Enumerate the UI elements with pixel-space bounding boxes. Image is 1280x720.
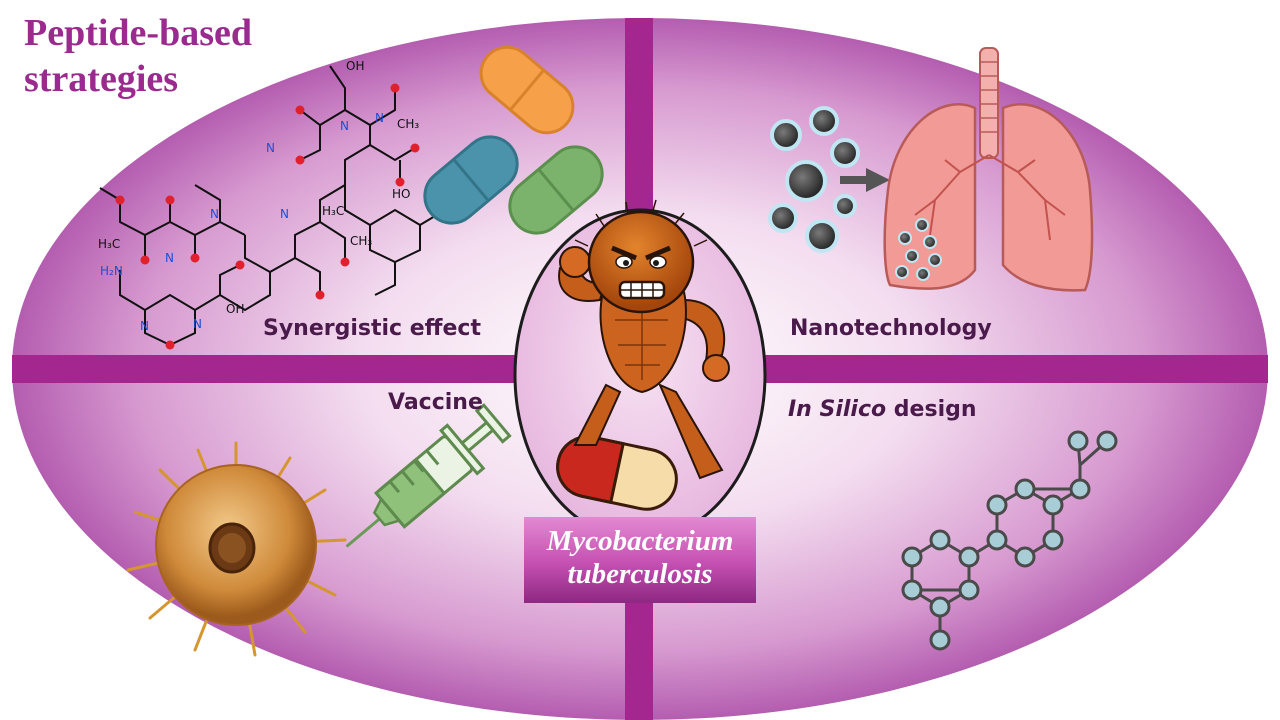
- label-vaccine: Vaccine: [388, 390, 483, 415]
- atom-oh-2: OH: [226, 302, 244, 316]
- immune-cell-icon: [126, 441, 347, 657]
- atom-n-6: N: [165, 251, 174, 265]
- atom-h3c-1: H₃C: [98, 237, 120, 251]
- capsule-icon: [556, 435, 678, 511]
- organism-genus: Mycobacterium: [546, 525, 734, 557]
- atom-n-5: N: [210, 207, 219, 221]
- atom-ch3-1: CH₃: [397, 117, 419, 131]
- label-in-silico-italic: In Silico: [788, 397, 887, 422]
- atom-n-3: N: [266, 141, 275, 155]
- title-line-2: strategies: [24, 58, 179, 100]
- label-in-silico-design: In Silico design: [788, 397, 977, 423]
- atom-ch3-2: CH₃: [350, 234, 372, 248]
- mycobacterium-tuberculosis-label-box: Mycobacterium tuberculosis: [524, 517, 756, 603]
- molecule-atom-labels: OH CH₃ H₃C H₂N OH HO H₃C CH₃ N N N N N N…: [98, 59, 419, 333]
- atom-n-2: N: [375, 111, 384, 125]
- page-title: Peptide-based strategies: [24, 10, 252, 102]
- label-nanotechnology: Nanotechnology: [790, 316, 992, 341]
- molecule-oxygens: [115, 83, 450, 350]
- label-design: design: [886, 397, 977, 422]
- label-synergistic-effect: Synergistic effect: [263, 316, 481, 341]
- atom-n-7: N: [193, 317, 202, 331]
- pill-teal-icon: [423, 135, 519, 225]
- mycobacterium-character-icon: [558, 199, 730, 480]
- pill-green-icon: [508, 145, 604, 235]
- atom-h3c-2: H₃C: [322, 204, 344, 218]
- peptide-molecule-structure: [99, 65, 446, 346]
- atom-h2n: H₂N: [100, 264, 123, 278]
- atom-oh-1: OH: [346, 59, 364, 73]
- network-nodes: [901, 430, 1118, 651]
- lungs-icon: [883, 47, 1094, 292]
- syringe-icon: [345, 403, 512, 548]
- pill-orange-icon: [479, 45, 575, 135]
- title-line-1: Peptide-based: [24, 12, 252, 54]
- atom-ho: HO: [392, 187, 410, 201]
- arrow-right-icon: [840, 168, 890, 192]
- lung-nanoparticles: [895, 218, 942, 281]
- atom-n-4: N: [280, 207, 289, 221]
- nanoparticles-icon: [768, 106, 860, 253]
- atom-n-1: N: [340, 119, 349, 133]
- organism-species: tuberculosis: [567, 558, 713, 590]
- atom-n-8: N: [140, 319, 149, 333]
